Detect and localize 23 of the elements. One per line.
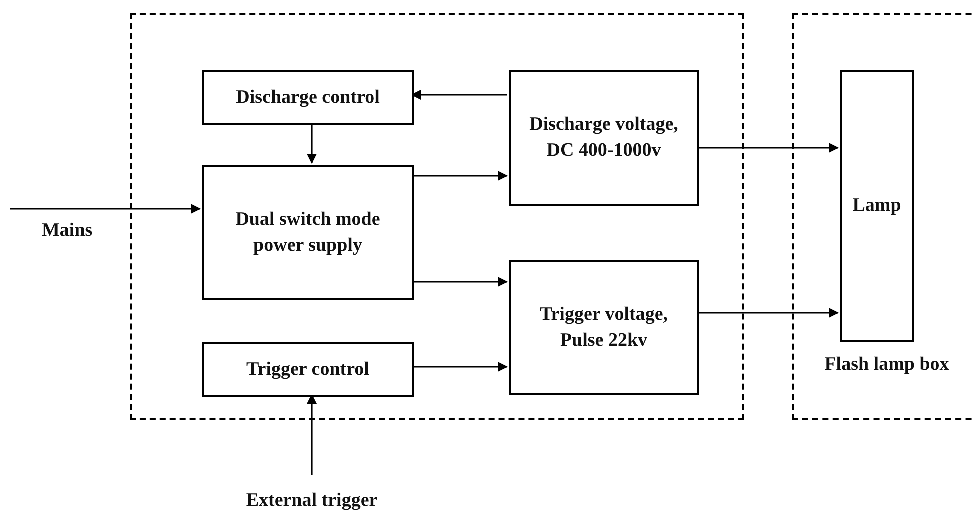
box-label: Lamp [852,194,902,218]
dashed-group-box [130,13,744,420]
process-box [202,165,414,300]
process-box [202,342,414,397]
edge-label: Mains [42,220,93,242]
arrow [697,308,839,318]
arrow [10,204,201,214]
arrow [307,123,317,164]
box-label: Discharge voltage, DC 400-1000v [528,113,680,163]
arrow [697,143,839,153]
process-box [509,260,699,395]
process-box [202,70,414,125]
group-title: Flash lamp box [824,353,950,378]
edge-label: External trigger [246,490,378,512]
box-label: Discharge control [236,86,380,110]
process-box [509,70,699,206]
arrow [412,362,508,372]
arrow [412,277,508,287]
arrow [412,171,508,181]
box-label: Trigger voltage, Pulse 22kv [538,302,670,352]
process-box [840,70,914,342]
box-label: Dual switch mode power supply [234,208,382,258]
box-label: Trigger control [246,358,370,382]
